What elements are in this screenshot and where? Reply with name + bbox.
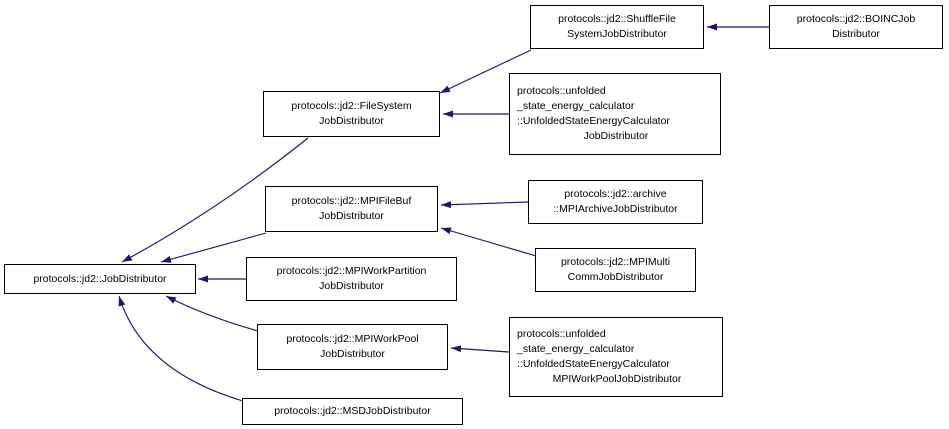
node-label-line: protocols::jd2::FileSystem [291, 100, 412, 112]
node-label-line: _state_energy_calculator [517, 100, 635, 112]
node-label-line: MPIWorkPoolJobDistributor [552, 373, 682, 385]
node-label-line: protocols::jd2::MPIMulti [560, 256, 671, 268]
edge-mpimulti-to-mpifilebuf [440, 227, 537, 257]
node-label-line: protocols::jd2::JobDistributor [33, 272, 167, 285]
node-unfoldedstateenergycalculator-mpiworkpool-jobdistributor[interactable]: protocols::unfolded _state_energy_calcul… [509, 317, 723, 397]
node-label-line: protocols::jd2::MPIWorkPool [286, 333, 419, 345]
node-label-line: Distributor [832, 28, 880, 40]
node-label-line: protocols::unfolded [517, 85, 606, 97]
edge-mpiworkpool-to-jobdistributor [165, 295, 259, 332]
edge-archive-to-mpifilebuf [440, 201, 529, 209]
node-label-line: SystemJobDistributor [567, 28, 667, 40]
node-label-line: ::UnfoldedStateEnergyCalculator [517, 115, 670, 127]
node-label-line: JobDistributor [319, 115, 384, 127]
node-label-line: CommJobDistributor [567, 271, 664, 283]
node-label-line: protocols::jd2::BOINCJob [796, 13, 916, 25]
node-label-line: protocols::jd2::MPIWorkPartition [276, 265, 427, 277]
node-label-line: JobDistributor [319, 210, 384, 222]
node-label-line: JobDistributor [583, 130, 649, 142]
edge-unfoldedbottom-to-mpiworkpool [450, 345, 510, 353]
node-label-line: JobDistributor [320, 348, 385, 360]
node-msd-jobdistributor[interactable]: protocols::jd2::MSDJobDistributor [242, 398, 463, 425]
edge-filesystem-to-jobdistributor [121, 137, 309, 263]
node-boinc-jobdistributor[interactable]: protocols::jd2::BOINCJob Distributor [769, 5, 943, 49]
node-label-line: JobDistributor [319, 280, 384, 292]
node-mpiworkpool-jobdistributor[interactable]: protocols::jd2::MPIWorkPool JobDistribut… [257, 324, 448, 370]
node-label-line: protocols::jd2::ShuffleFile [558, 13, 676, 25]
edge-mpifilebuf-to-jobdistributor [160, 232, 267, 263]
edge-shufflefile-to-filesystem [439, 49, 532, 94]
node-label-line: protocols::jd2::MSDJobDistributor [274, 405, 431, 417]
node-label-line: protocols::jd2::archive [564, 188, 667, 200]
node-label-line: protocols::jd2::MPIFileBuf [291, 195, 412, 207]
node-unfoldedstateenergycalculator-jobdistributor[interactable]: protocols::unfolded _state_energy_calcul… [509, 73, 721, 155]
node-mpimulticomm-jobdistributor[interactable]: protocols::jd2::MPIMulti CommJobDistribu… [535, 248, 696, 292]
node-mpiarchive-jobdistributor[interactable]: protocols::jd2::archive ::MPIArchiveJobD… [528, 180, 703, 224]
node-filesystem-jobdistributor[interactable]: protocols::jd2::FileSystem JobDistributo… [263, 91, 440, 137]
node-label-line: protocols::unfolded [517, 328, 606, 340]
edge-msd-to-jobdistributor [118, 295, 244, 402]
node-shufflefilesystem-jobdistributor[interactable]: protocols::jd2::ShuffleFile SystemJobDis… [530, 5, 704, 49]
node-label-line: ::UnfoldedStateEnergyCalculator [517, 358, 670, 370]
node-mpifilebuf-jobdistributor[interactable]: protocols::jd2::MPIFileBuf JobDistributo… [265, 186, 438, 232]
node-label-line: _state_energy_calculator [517, 343, 635, 355]
node-label-line: ::MPIArchiveJobDistributor [553, 203, 678, 215]
node-jobdistributor[interactable]: protocols::jd2::JobDistributor [4, 264, 196, 294]
node-mpiworkpartition-jobdistributor[interactable]: protocols::jd2::MPIWorkPartition JobDist… [246, 257, 457, 301]
